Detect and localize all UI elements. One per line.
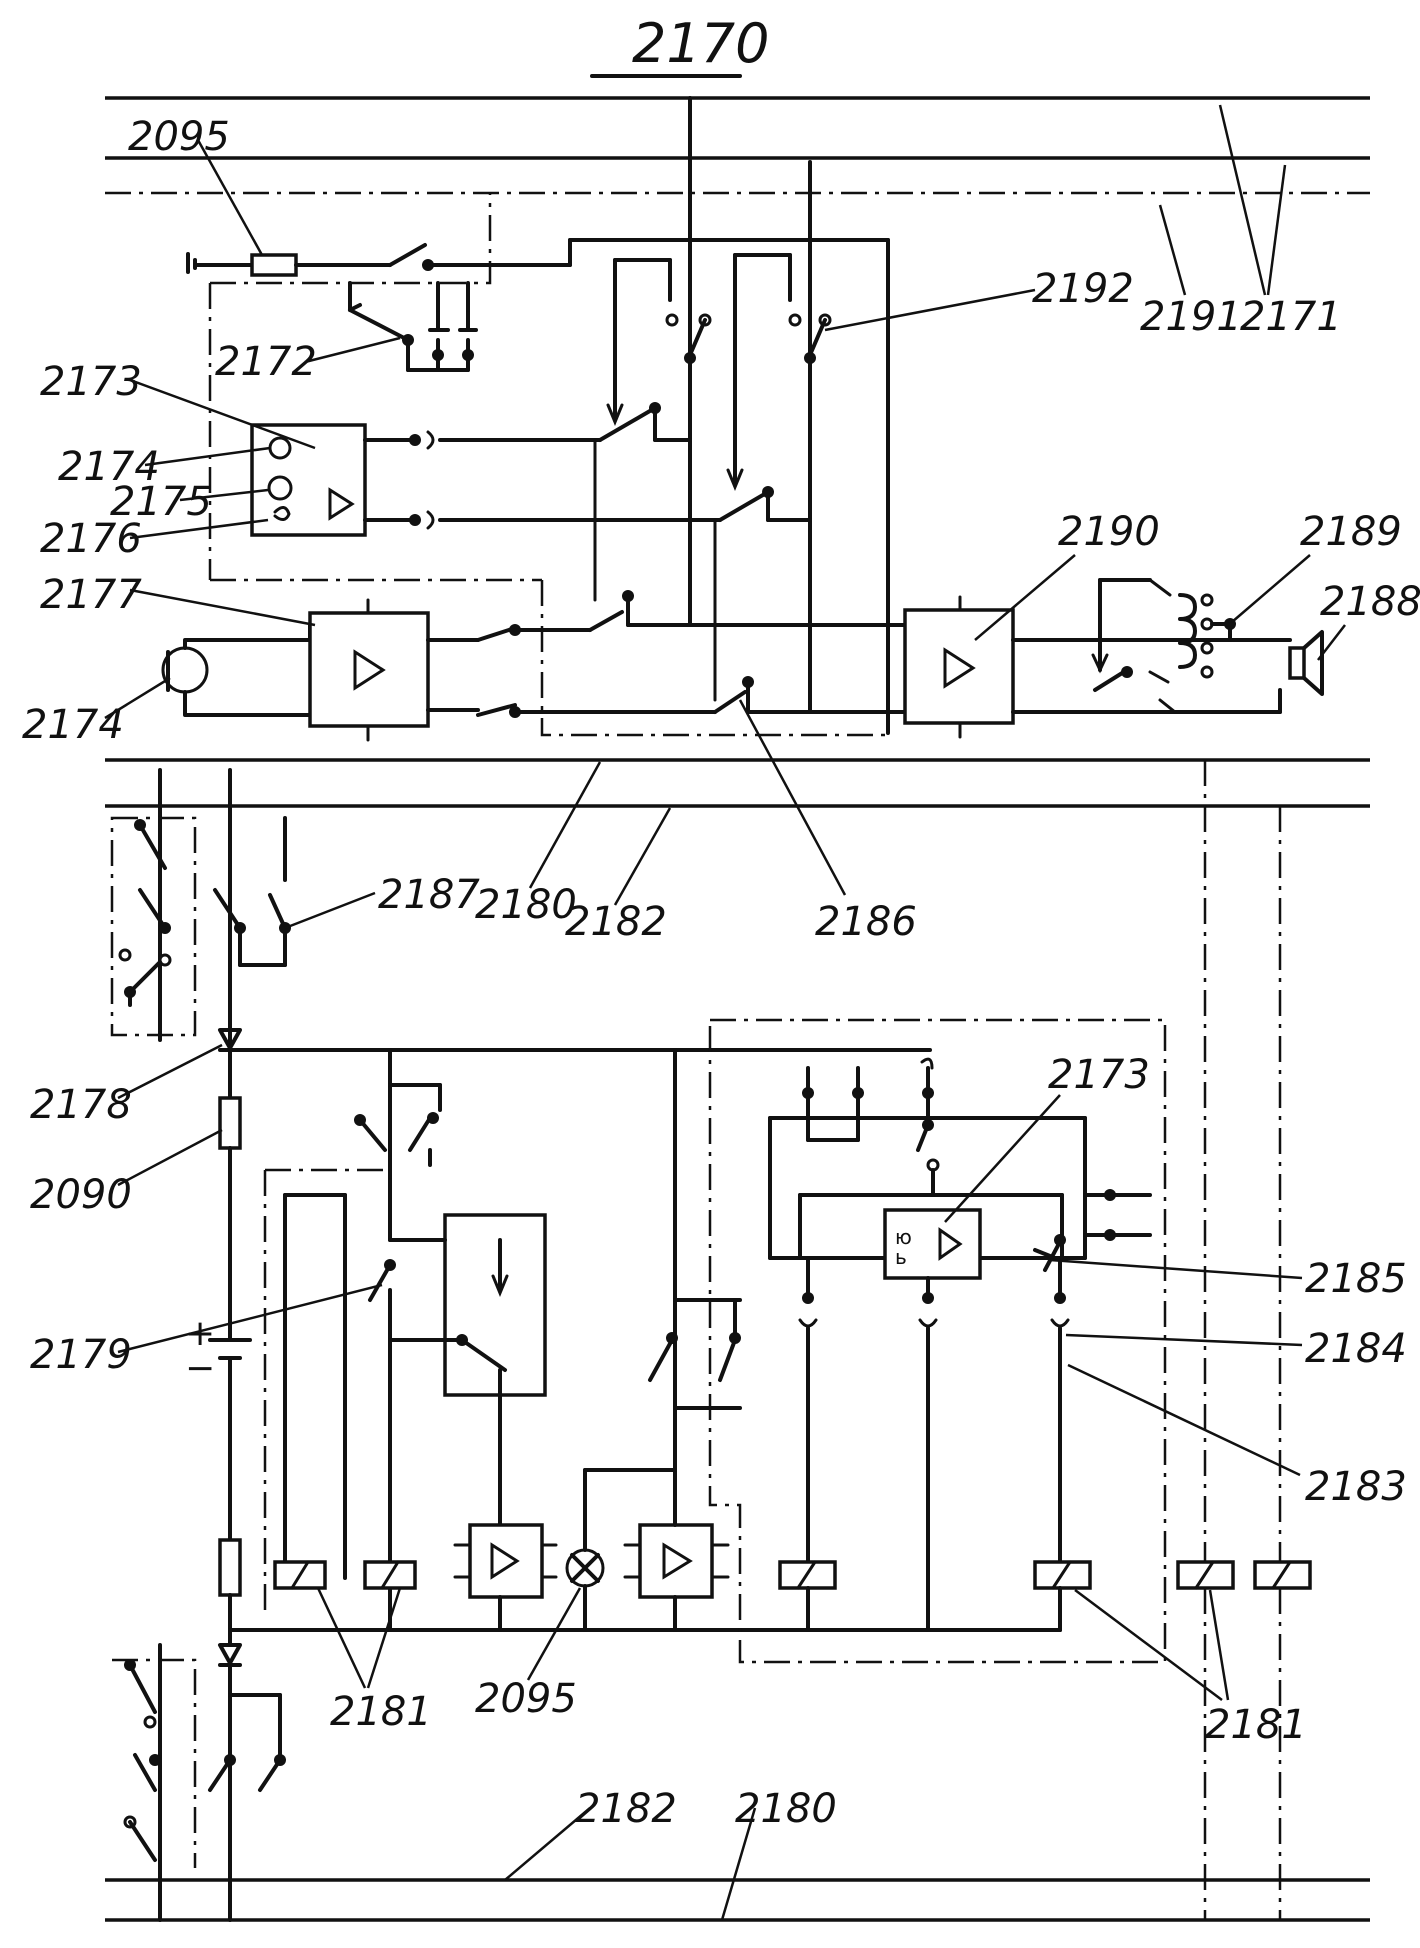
label-2173-top: 2173 [40, 359, 142, 405]
unit-glyphs: ю [895, 1225, 912, 1249]
label-2176: 2176 [40, 516, 142, 562]
resistor-2095 [250, 253, 298, 277]
amplifier-lower-left [468, 1523, 544, 1599]
label-2171: 2171 [1240, 294, 1342, 340]
control-unit-2173-lower [883, 1208, 982, 1280]
label-2174-a: 2174 [58, 444, 160, 490]
label-2189: 2189 [1300, 509, 1402, 555]
amplifier-2177 [308, 611, 430, 728]
label-2095-top: 2095 [128, 114, 230, 160]
amplifier-2190 [903, 608, 1015, 725]
label-2175: 2175 [110, 479, 212, 525]
label-2184: 2184 [1305, 1326, 1407, 1372]
label-2186: 2186 [815, 899, 917, 945]
unit-glyphs-2: ь [895, 1245, 907, 1269]
label-2187: 2187 [378, 872, 480, 918]
bottom-bus-lines [105, 1878, 1370, 1922]
audio-signal-path [161, 578, 1324, 742]
label-2173-bottom: 2173 [1048, 1052, 1150, 1098]
label-2185: 2185 [1305, 1256, 1407, 1302]
label-2179: 2179 [30, 1332, 132, 1378]
speaker-icon [1288, 646, 1306, 680]
label-2177: 2177 [40, 572, 142, 618]
label-2181-left: 2181 [330, 1689, 432, 1735]
label-2095-bottom: 2095 [475, 1676, 577, 1722]
label-2172: 2172 [215, 339, 317, 385]
figure-title: 2170 [590, 12, 769, 78]
label-2090: 2090 [30, 1172, 132, 1218]
label-2190: 2190 [1058, 509, 1160, 555]
figure-title-text: 2170 [632, 12, 769, 75]
relay-2181-c [778, 1560, 837, 1590]
fuse-lower [218, 1538, 242, 1597]
label-2183: 2183 [1305, 1464, 1407, 1510]
top-bus-lines [105, 96, 1370, 195]
label-2181-right: 2181 [1205, 1702, 1307, 1748]
switch-box [443, 1213, 547, 1397]
label-2180-mid: 2180 [475, 882, 577, 928]
label-2191: 2191 [1140, 294, 1242, 340]
battery-minus: − [185, 1348, 215, 1389]
middle-bus-lines [105, 758, 1370, 1920]
fuse-2090 [218, 1096, 242, 1150]
label-2180-bottom: 2180 [735, 1786, 837, 1832]
amplifier-lower-middle [638, 1523, 714, 1599]
lower-main-circuit: + − [185, 1018, 1312, 1664]
label-2182-mid: 2182 [565, 899, 667, 945]
lower-left-switch-group [112, 1628, 286, 1922]
switch-group-2187 [110, 768, 291, 1062]
reference-labels: 2095 2172 2173 2174 2175 2176 2177 2174 … [22, 104, 1420, 1921]
label-2188: 2188 [1320, 579, 1420, 625]
top-control-circuit [186, 96, 890, 735]
label-2178: 2178 [30, 1082, 132, 1128]
control-amplifier-2173 [250, 423, 367, 537]
label-2192: 2192 [1032, 266, 1134, 312]
label-2182-bottom: 2182 [575, 1786, 677, 1832]
label-2174-b: 2174 [22, 702, 124, 748]
